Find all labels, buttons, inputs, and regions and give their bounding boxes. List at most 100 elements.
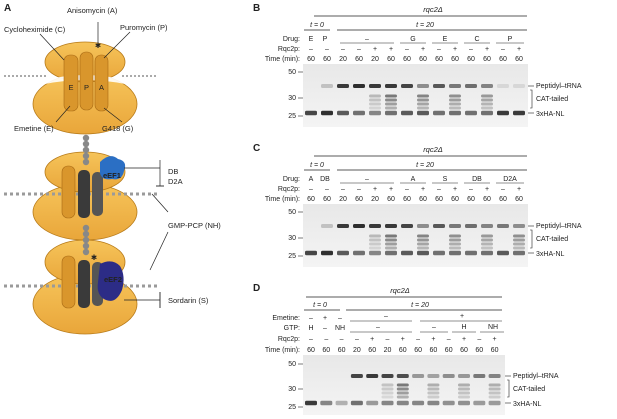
gel-band [481,242,493,246]
drug-label: S [443,176,448,183]
gel-band [369,110,381,116]
lane-value: 60 [307,347,315,354]
lane-value: 60 [307,56,315,63]
label-puromycin: Puromycin (P) [120,23,168,32]
row-label-drug-c: Drug: [283,176,300,183]
lane-value: + [493,336,497,343]
lane-value: – [501,46,505,53]
lane-value: 60 [451,196,459,203]
drug-label: E [309,36,314,43]
label-g418: G418 (G) [102,124,134,133]
rqc-row-c: ––––++–+–+–+–+ [309,186,521,193]
gel-band [305,250,317,256]
drug-label: G [410,36,415,43]
lane-value: 60 [355,56,363,63]
gel-band [481,238,493,242]
row-label-rqc-c: Rqc2p: [278,186,300,193]
gel-band [385,246,397,250]
gel-band [337,224,349,228]
gel-band [473,374,486,378]
gel-band [369,238,381,242]
ribosome-drug-sites: E P A ✱ [4,22,158,135]
lane-value: – [405,46,409,53]
lane-value: – [309,186,313,193]
gel-band [513,246,525,250]
gtp-row-d: H – NH – – H NH [308,324,504,333]
band-label-cat: CAT-tailed [513,386,545,393]
gel-band [513,250,525,256]
gel-band [401,250,413,256]
gel-band [513,242,525,246]
lane-value: + [431,336,435,343]
panel-letter-c: C [253,143,260,154]
gel-band [488,387,501,391]
lane-value: 60 [499,56,507,63]
gel-band [417,84,429,88]
lane-value: 60 [467,196,475,203]
lane-value: 60 [419,196,427,203]
gel-band [417,224,429,228]
lane-value: – [341,186,345,193]
gel-band [488,391,501,395]
lane-value: 20 [353,347,361,354]
gtp-label: NH [335,325,345,332]
gel-band [488,400,501,406]
gel-band [481,98,493,102]
gel-band [458,374,470,378]
drug-label: D2A [503,176,517,183]
lane-value: 60 [307,196,315,203]
gel-band [442,400,455,406]
gel-band [458,400,470,406]
gel-band [369,246,381,250]
gel-band [481,94,493,98]
gel-band [353,84,365,88]
gel-band [385,98,397,102]
gel-band [337,250,349,256]
gel-band [381,400,394,406]
lane-value: 60 [491,347,499,354]
gel-band [488,395,501,399]
gel-band [385,110,397,116]
row-label-rqc-d: Rqc2p: [278,336,300,343]
gel-band [513,110,525,116]
gel-band [412,374,425,378]
drug-row-c: A DB – A S DB D2A [309,176,524,184]
gel-band [417,238,429,242]
t0-label-d: t = 0 [313,302,327,309]
gel-band [369,98,381,102]
lane-value: 20 [384,347,392,354]
gel-band [427,387,440,391]
lane-value: 60 [399,347,407,354]
gel-band [369,94,381,98]
lane-value: 60 [368,347,376,354]
lane-value: – [405,186,409,193]
gel-band [417,242,429,246]
label-sordarin: Sordarin (S) [168,296,209,305]
lane-value: + [373,186,377,193]
gel-band [381,374,394,378]
lane-value: + [373,46,377,53]
ribosome-eef1 [4,134,164,241]
gtp-label: NH [488,324,498,331]
gel-band [465,110,477,116]
row-label-gtp-d: GTP: [284,325,300,332]
lane-value: – [469,186,473,193]
lane-value: 60 [403,56,411,63]
gel-band [369,224,381,228]
ribosome-eef2: ✱ [4,224,161,335]
gel-band [433,224,445,228]
t20-label-d: t = 20 [411,302,429,309]
drug-label: – [365,36,369,43]
gel-band [449,94,461,98]
gel-band [427,383,440,387]
label-emetine: Emetine (E) [14,124,54,133]
gel-band [488,383,501,387]
rqc-row-b: ––––++–+–+–+–+ [309,46,521,53]
gel-band [385,224,397,228]
gel-band [385,102,397,106]
gel-band [449,238,461,242]
gtp-label: – [323,325,327,332]
lane-value: + [421,186,425,193]
